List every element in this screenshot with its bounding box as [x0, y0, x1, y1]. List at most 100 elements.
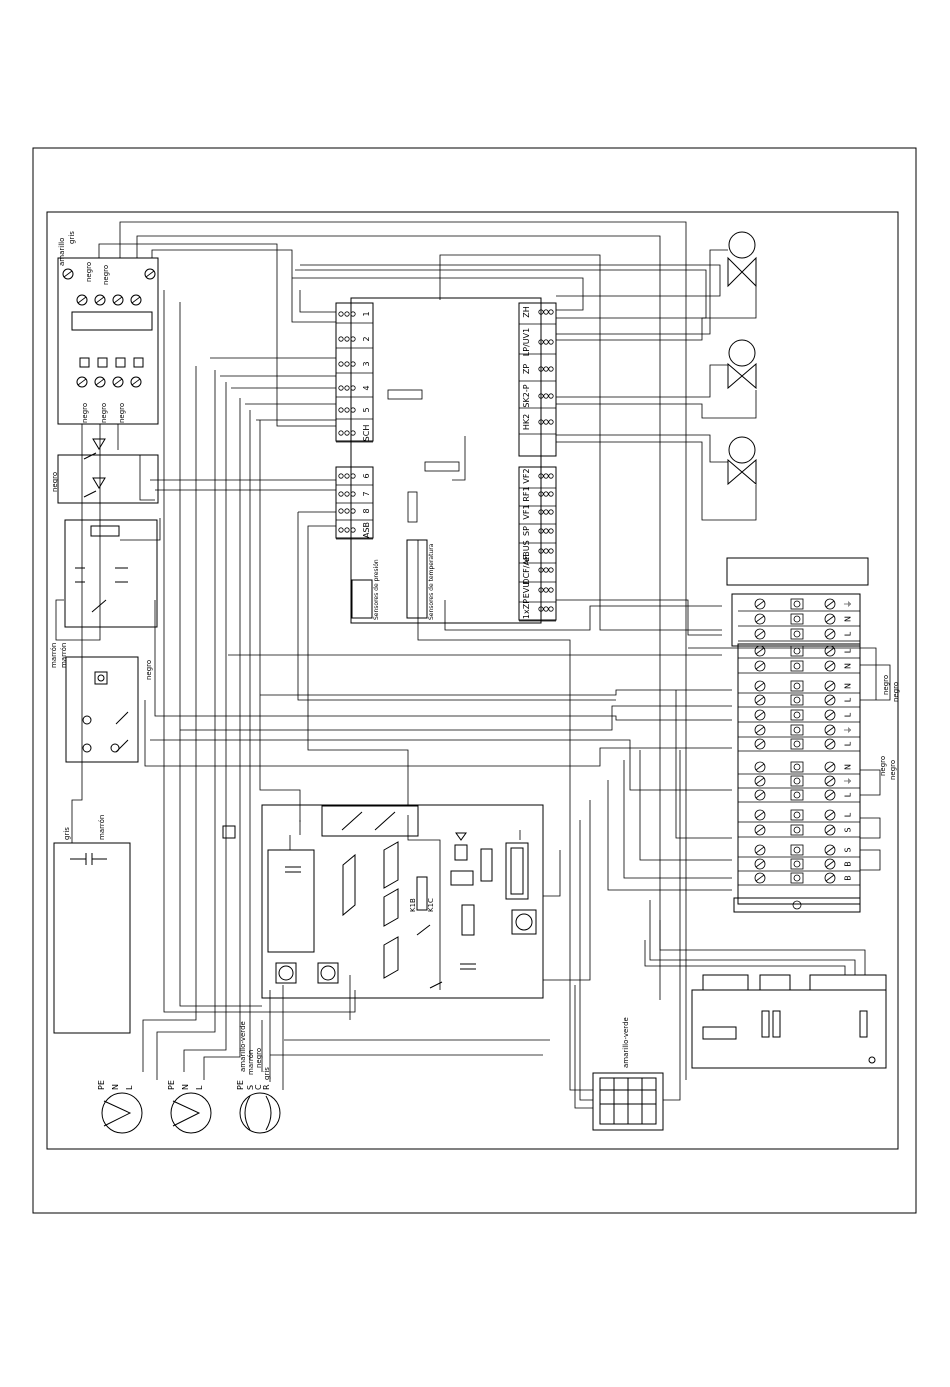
controller-terminal-right-11: EVU — [522, 582, 531, 599]
terminal-strip-label-7: L — [844, 712, 853, 717]
relay-block — [64, 519, 158, 628]
wire-label-negro-5: negro — [118, 403, 126, 423]
terminal-strip-label-9: L — [844, 741, 853, 746]
compressor — [239, 1092, 281, 1134]
pump-2 — [170, 1092, 212, 1134]
controller-terminal-right-10: DCF/AF — [522, 555, 531, 585]
controller-terminal-left-2: 3 — [362, 361, 371, 366]
terminal-strip-label-2: L — [844, 631, 853, 636]
supply-label-1-1: N — [181, 1084, 190, 1090]
wire-label-marron-3: marrón — [98, 815, 106, 840]
wire-label-marron-2: marrón — [60, 643, 68, 668]
label-temperature-sensors: Sensores de temperatura — [428, 543, 435, 620]
terminal-strip-label-14: S — [844, 827, 853, 832]
terminal-strip-label-1: N — [844, 616, 853, 622]
terminal-strip-label-3: L — [844, 648, 853, 653]
relay-label-k1b: K1B — [409, 898, 417, 912]
controller-board: Sensores de presión Sensores de temperat… — [335, 297, 557, 624]
controller-terminal-left-7: 7 — [362, 491, 371, 496]
terminal-strip-label-12: L — [844, 792, 853, 797]
terminal-strip-label-16: B — [844, 861, 853, 867]
controller-terminal-right-2: ZP — [522, 364, 531, 374]
supply-label-2-0: PE — [236, 1080, 245, 1090]
wire-label-gris-2: gris — [63, 827, 71, 840]
wire-label-gris: gris — [68, 231, 76, 244]
terminal-strip-label-17: B — [844, 875, 853, 881]
switch-block — [65, 656, 139, 763]
wire-label-amarillo: amarillo — [58, 238, 66, 266]
wire-label-marron-4: marrón — [247, 1050, 255, 1075]
wires — [55, 221, 891, 1109]
label-box — [726, 557, 869, 586]
supply-label-2-3: R — [262, 1084, 271, 1090]
controller-terminal-left-3: 4 — [362, 385, 371, 390]
supply-label-0-0: PE — [97, 1080, 106, 1090]
controller-terminal-right-8: SP — [522, 526, 531, 536]
controller-terminal-left-9: ASB — [362, 522, 371, 538]
terminal-strip-label-15: S — [844, 847, 853, 852]
terminal-strip-label-11: ⏚ — [844, 777, 853, 785]
controller-terminal-right-9: eBUS — [522, 540, 531, 561]
terminal-strip-label-5: N — [844, 683, 853, 689]
controller-terminal-right-4: HK2 — [522, 414, 531, 430]
wire-label-negro-11: negro — [889, 760, 897, 780]
controller-terminal-left-1: 2 — [362, 336, 371, 341]
wire-label-negro-10: negro — [879, 756, 887, 776]
secondary-board — [691, 974, 887, 1069]
wire-label-negro-7: negro — [145, 660, 153, 680]
wire-label-negro-4: negro — [100, 403, 108, 423]
wire-label-negro-12: negro — [255, 1048, 263, 1068]
wire-label-negro-9: negro — [892, 682, 900, 702]
terminal-strip-label-8: ⏚ — [844, 726, 853, 734]
valve-1 — [727, 231, 757, 288]
valve-2 — [727, 339, 757, 390]
supply-label-1-2: L — [195, 1085, 204, 1090]
controller-terminal-right-5: VF2 — [522, 468, 531, 483]
terminal-strip-label-4: N — [844, 663, 853, 669]
controller-terminal-left-4: 5 — [362, 407, 371, 412]
supply-label-1-0: PE — [167, 1080, 176, 1090]
ground-block — [592, 1072, 664, 1131]
relay-label-k1c: K1C — [427, 898, 435, 912]
controller-terminal-left-5: SCH — [362, 425, 371, 442]
wire-label-gris-3: gris — [263, 1067, 271, 1080]
supply-label-2-2: C — [254, 1084, 263, 1090]
controller-terminal-left-6: 6 — [362, 473, 371, 478]
supply-label-0-2: L — [125, 1085, 134, 1090]
pump-1 — [101, 1092, 143, 1134]
label-pressure-sensors: Sensores de presión — [373, 559, 380, 620]
controller-terminal-right-0: ZH — [522, 306, 531, 318]
wire-label-negro-6: negro — [51, 472, 59, 492]
inner-frame — [46, 211, 899, 1150]
controller-terminal-right-3: SK2-P — [522, 384, 531, 407]
terminal-strip-label-0: ⏚ — [844, 600, 853, 608]
inline-connector — [222, 825, 236, 839]
wire-label-negro-8: negro — [882, 675, 890, 695]
valve-3 — [727, 436, 757, 486]
controller-terminal-left-0: 1 — [362, 311, 371, 316]
supply-label-0-1: N — [111, 1084, 120, 1090]
controller-terminal-right-6: RF1 — [522, 486, 531, 501]
controller-terminal-left-8: 8 — [362, 508, 371, 513]
pressure-switches — [57, 438, 159, 504]
controller-terminal-right-1: LP/UV1 — [522, 328, 531, 356]
power-board — [261, 804, 544, 999]
outer-frame — [32, 147, 917, 1214]
capacitor-box — [53, 842, 131, 1034]
wire-label-negro-2: negro — [102, 265, 110, 285]
wire-label-negro-3: negro — [81, 403, 89, 423]
contactor: amarillo gris negro negro negro negro ne… — [57, 231, 159, 425]
wire-label-marron-1: marrón — [50, 643, 58, 668]
wire-label-amarillo-verde-2: amarillo-verde — [239, 1021, 247, 1072]
terminal-strip-label-13: L — [844, 812, 853, 817]
wire-label-amarillo-verde-1: amarillo-verde — [622, 1017, 630, 1068]
supply-label-2-1: S — [246, 1085, 255, 1090]
wire-label-negro-1: negro — [85, 262, 93, 282]
controller-terminal-right-7: VF1 — [522, 504, 531, 519]
terminal-strip-label-6: L — [844, 697, 853, 702]
